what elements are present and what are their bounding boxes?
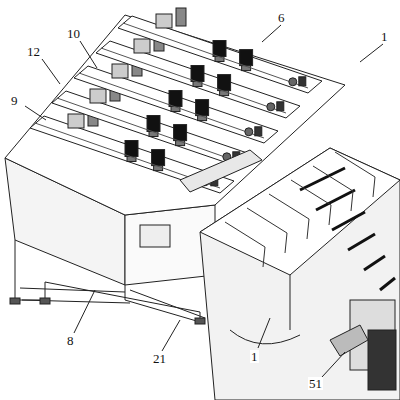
access-door: [140, 225, 170, 247]
callout-number: 9: [10, 94, 19, 107]
callout-number: 6: [277, 11, 286, 24]
callout-number: 51: [308, 377, 323, 390]
callout-number: 8: [66, 334, 75, 347]
module-row: [118, 8, 322, 93]
callout-number: 10: [66, 27, 81, 40]
callout-number: 1: [250, 350, 259, 363]
module-rows: [30, 8, 322, 193]
hopper: [200, 148, 400, 400]
leader-lines: [25, 25, 383, 377]
callout-number: 21: [152, 352, 167, 365]
callout-number: 12: [26, 45, 41, 58]
chute: [180, 150, 262, 192]
callout-number: 1: [380, 30, 389, 43]
